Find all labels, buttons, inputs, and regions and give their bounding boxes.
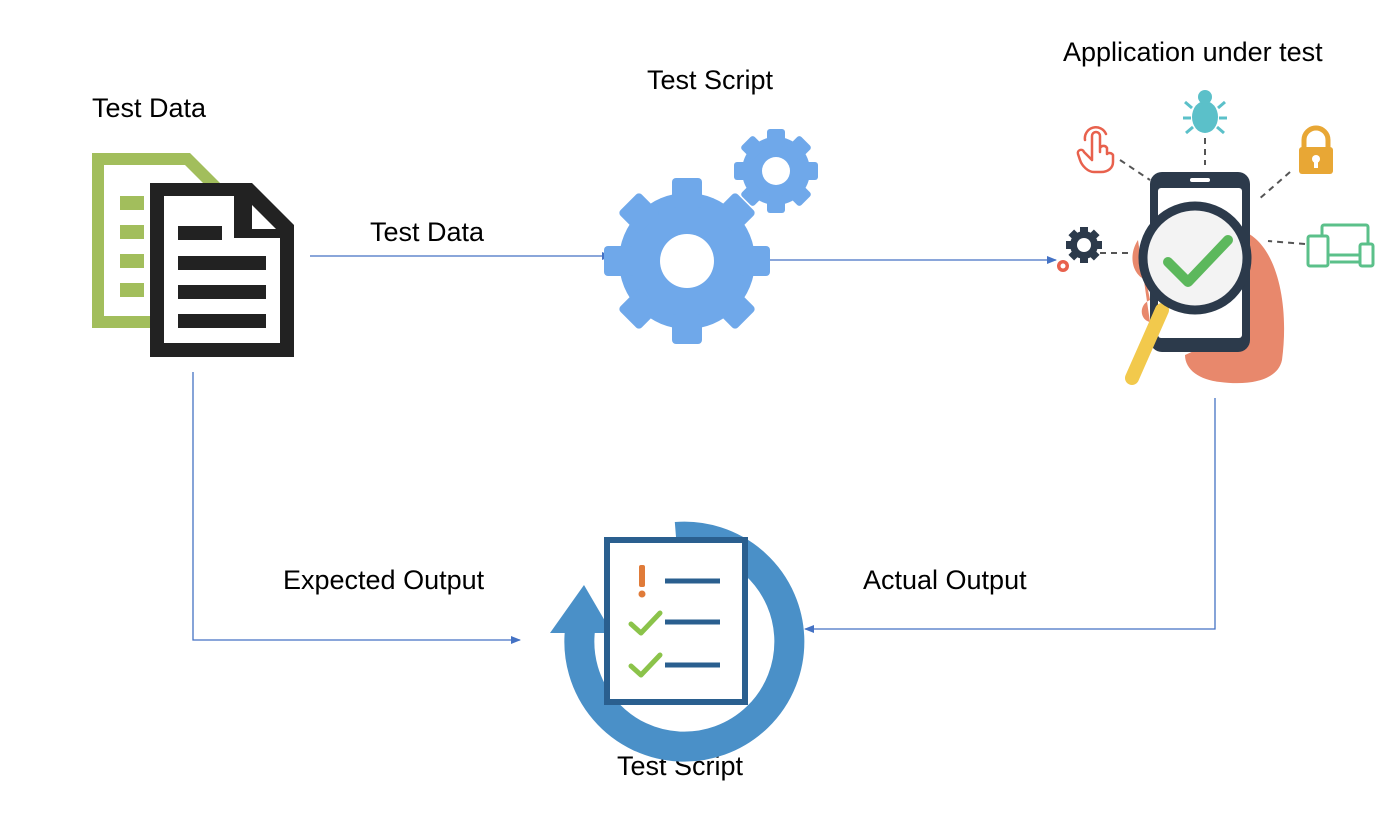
- test-data-title: Test Data: [92, 93, 207, 123]
- application-title: Application under test: [1063, 37, 1323, 67]
- gears-icon: [604, 129, 818, 344]
- bug-icon: [1183, 90, 1227, 135]
- edge-label-actual-output: Actual Output: [863, 565, 1027, 595]
- edge-label-expected-output: Expected Output: [283, 565, 485, 595]
- arrow-actual-output: [804, 398, 1216, 633]
- checklist-cycle-icon: [550, 521, 805, 762]
- touch-icon: [1076, 126, 1115, 174]
- documents-icon: [92, 153, 294, 357]
- lock-icon: [1299, 125, 1333, 174]
- test-script-top-title: Test Script: [647, 65, 774, 95]
- phone-magnifier-icon: [1100, 138, 1306, 385]
- settings-gear-icon: [1057, 227, 1102, 272]
- edge-label-test-data: Test Data: [370, 217, 485, 247]
- devices-icon: [1306, 223, 1375, 268]
- arrow-expected-output: [192, 372, 521, 644]
